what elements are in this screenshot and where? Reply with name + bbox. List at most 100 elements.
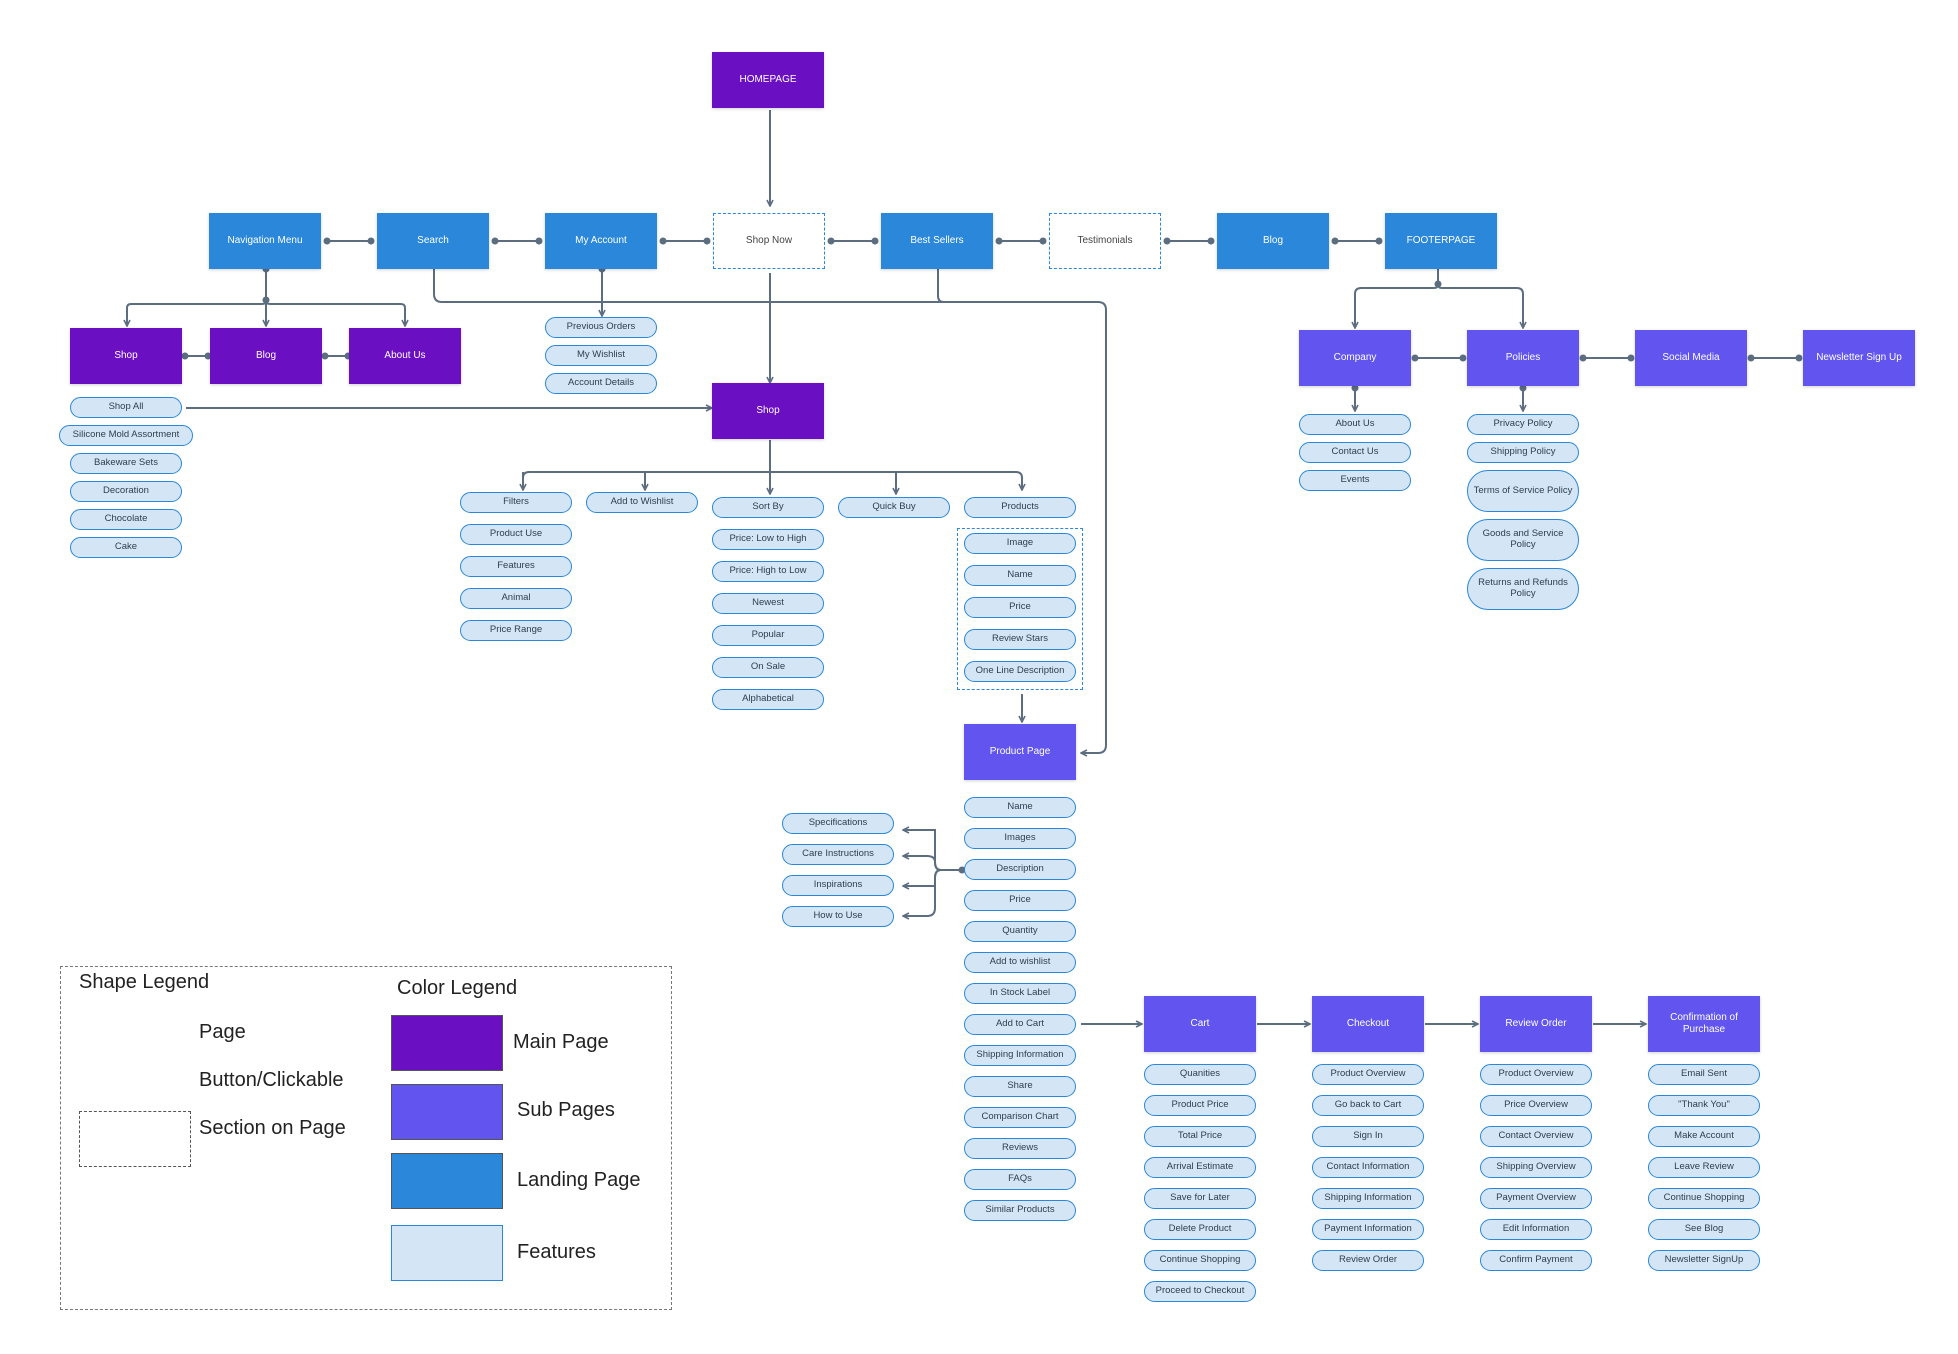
terms-of-service-policy[interactable]: Terms of Service Policy — [1467, 470, 1579, 512]
category-shop-all[interactable]: Shop All — [70, 397, 182, 418]
newsletter-sign-up-node[interactable]: Newsletter Sign Up — [1803, 330, 1915, 386]
company-about-us[interactable]: About Us — [1299, 414, 1411, 435]
confirm-newsletter-signup[interactable]: Newsletter SignUp — [1648, 1250, 1760, 1271]
blog-landing-node[interactable]: Blog — [1217, 213, 1329, 269]
sort-price-high-low[interactable]: Price: High to Low — [712, 561, 824, 582]
filter-product-use[interactable]: Product Use — [460, 524, 572, 545]
review-order-node[interactable]: Review Order — [1480, 996, 1592, 1052]
confirm-thank-you[interactable]: "Thank You" — [1648, 1095, 1760, 1116]
nav-shop-node[interactable]: Shop — [70, 328, 182, 384]
pp-quantity[interactable]: Quantity — [964, 921, 1076, 942]
pp-add-to-cart[interactable]: Add to Cart — [964, 1014, 1076, 1035]
search-node[interactable]: Search — [377, 213, 489, 269]
desc-how-to-use[interactable]: How to Use — [782, 906, 894, 927]
pp-name[interactable]: Name — [964, 797, 1076, 818]
product-image-item[interactable]: Image — [964, 533, 1076, 554]
shipping-policy[interactable]: Shipping Policy — [1467, 442, 1579, 463]
product-review-stars-item[interactable]: Review Stars — [964, 629, 1076, 650]
policies-node[interactable]: Policies — [1467, 330, 1579, 386]
cart-node[interactable]: Cart — [1144, 996, 1256, 1052]
checkout-payment-information[interactable]: Payment Information — [1312, 1219, 1424, 1240]
returns-and-refunds-policy[interactable]: Returns and Refunds Policy — [1467, 568, 1579, 610]
category-cake[interactable]: Cake — [70, 537, 182, 558]
sort-popular[interactable]: Popular — [712, 625, 824, 646]
category-chocolate[interactable]: Chocolate — [70, 509, 182, 530]
product-price-item[interactable]: Price — [964, 597, 1076, 618]
sort-by-item[interactable]: Sort By — [712, 497, 824, 518]
confirm-leave-review[interactable]: Leave Review — [1648, 1157, 1760, 1178]
category-decoration[interactable]: Decoration — [70, 481, 182, 502]
category-silicone-mold-assortment[interactable]: Silicone Mold Assortment — [59, 425, 193, 446]
company-contact-us[interactable]: Contact Us — [1299, 442, 1411, 463]
cart-quantities[interactable]: Quanities — [1144, 1064, 1256, 1085]
pp-faqs[interactable]: FAQs — [964, 1169, 1076, 1190]
desc-specifications[interactable]: Specifications — [782, 813, 894, 834]
pp-in-stock-label[interactable]: In Stock Label — [964, 983, 1076, 1004]
confirm-see-blog[interactable]: See Blog — [1648, 1219, 1760, 1240]
pp-price[interactable]: Price — [964, 890, 1076, 911]
product-name-item[interactable]: Name — [964, 565, 1076, 586]
cart-proceed-to-checkout[interactable]: Proceed to Checkout — [1144, 1281, 1256, 1302]
checkout-contact-information[interactable]: Contact Information — [1312, 1157, 1424, 1178]
pp-add-to-wishlist[interactable]: Add to wishlist — [964, 952, 1076, 973]
company-events[interactable]: Events — [1299, 470, 1411, 491]
privacy-policy[interactable]: Privacy Policy — [1467, 414, 1579, 435]
pp-description[interactable]: Description — [964, 859, 1076, 880]
goods-and-service-policy[interactable]: Goods and Service Policy — [1467, 519, 1579, 561]
shop-page-node[interactable]: Shop — [712, 383, 824, 439]
cart-total-price[interactable]: Total Price — [1144, 1126, 1256, 1147]
navigation-menu-node[interactable]: Navigation Menu — [209, 213, 321, 269]
pp-similar-products[interactable]: Similar Products — [964, 1200, 1076, 1221]
account-details-item[interactable]: Account Details — [545, 373, 657, 394]
pp-reviews[interactable]: Reviews — [964, 1138, 1076, 1159]
cart-arrival-estimate[interactable]: Arrival Estimate — [1144, 1157, 1256, 1178]
product-description-item[interactable]: One Line Description — [964, 661, 1076, 682]
desc-care-instructions[interactable]: Care Instructions — [782, 844, 894, 865]
sort-newest[interactable]: Newest — [712, 593, 824, 614]
sort-alphabetical[interactable]: Alphabetical — [712, 689, 824, 710]
confirm-continue-shopping[interactable]: Continue Shopping — [1648, 1188, 1760, 1209]
cart-delete-product[interactable]: Delete Product — [1144, 1219, 1256, 1240]
my-account-node[interactable]: My Account — [545, 213, 657, 269]
testimonials-node[interactable]: Testimonials — [1049, 213, 1161, 269]
cart-continue-shopping[interactable]: Continue Shopping — [1144, 1250, 1256, 1271]
review-contact-overview[interactable]: Contact Overview — [1480, 1126, 1592, 1147]
desc-inspirations[interactable]: Inspirations — [782, 875, 894, 896]
pp-images[interactable]: Images — [964, 828, 1076, 849]
checkout-sign-in[interactable]: Sign In — [1312, 1126, 1424, 1147]
pp-comparison-chart[interactable]: Comparison Chart — [964, 1107, 1076, 1128]
review-shipping-overview[interactable]: Shipping Overview — [1480, 1157, 1592, 1178]
filter-price-range[interactable]: Price Range — [460, 620, 572, 641]
quick-buy-item[interactable]: Quick Buy — [838, 497, 950, 518]
pp-shipping-information[interactable]: Shipping Information — [964, 1045, 1076, 1066]
cart-save-for-later[interactable]: Save for Later — [1144, 1188, 1256, 1209]
nav-about-us-node[interactable]: About Us — [349, 328, 461, 384]
review-product-overview[interactable]: Product Overview — [1480, 1064, 1592, 1085]
filter-animal[interactable]: Animal — [460, 588, 572, 609]
confirmation-of-purchase-node[interactable]: Confirmation of Purchase — [1648, 996, 1760, 1052]
cart-product-price[interactable]: Product Price — [1144, 1095, 1256, 1116]
shop-now-node[interactable]: Shop Now — [713, 213, 825, 269]
products-item[interactable]: Products — [964, 497, 1076, 518]
footerpage-node[interactable]: FOOTERPAGE — [1385, 213, 1497, 269]
checkout-node[interactable]: Checkout — [1312, 996, 1424, 1052]
checkout-shipping-information[interactable]: Shipping Information — [1312, 1188, 1424, 1209]
review-confirm-payment[interactable]: Confirm Payment — [1480, 1250, 1592, 1271]
company-node[interactable]: Company — [1299, 330, 1411, 386]
confirm-email-sent[interactable]: Email Sent — [1648, 1064, 1760, 1085]
filter-features[interactable]: Features — [460, 556, 572, 577]
checkout-product-overview[interactable]: Product Overview — [1312, 1064, 1424, 1085]
review-edit-information[interactable]: Edit Information — [1480, 1219, 1592, 1240]
review-payment-overview[interactable]: Payment Overview — [1480, 1188, 1592, 1209]
add-to-wishlist-item[interactable]: Add to Wishlist — [586, 492, 698, 513]
homepage-node[interactable]: HOMEPAGE — [712, 52, 824, 108]
pp-share[interactable]: Share — [964, 1076, 1076, 1097]
filters-item[interactable]: Filters — [460, 492, 572, 513]
sort-price-low-high[interactable]: Price: Low to High — [712, 529, 824, 550]
social-media-node[interactable]: Social Media — [1635, 330, 1747, 386]
product-page-node[interactable]: Product Page — [964, 724, 1076, 780]
review-price-overview[interactable]: Price Overview — [1480, 1095, 1592, 1116]
checkout-go-back-to-cart[interactable]: Go back to Cart — [1312, 1095, 1424, 1116]
nav-blog-node[interactable]: Blog — [210, 328, 322, 384]
sort-on-sale[interactable]: On Sale — [712, 657, 824, 678]
